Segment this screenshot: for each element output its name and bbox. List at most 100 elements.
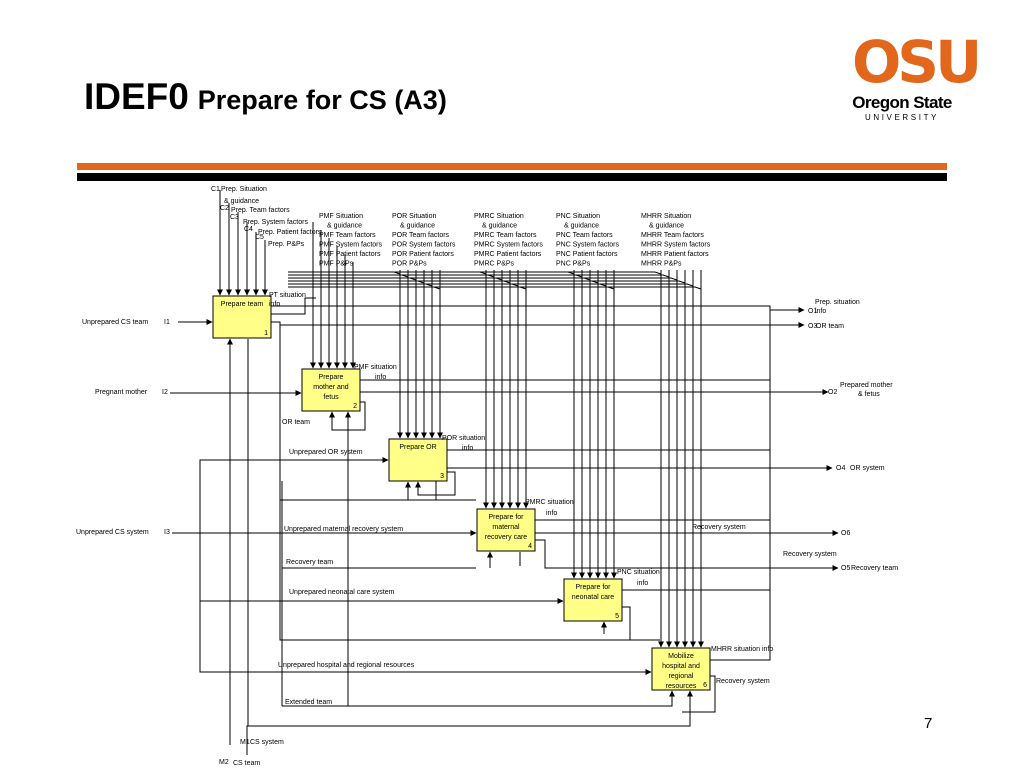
input-label: Pregnant mother bbox=[95, 389, 148, 396]
activity-label: neonatal care bbox=[572, 594, 615, 601]
control-code: C2 bbox=[220, 205, 229, 212]
header-divider-orange bbox=[77, 163, 947, 170]
flow-label: Unprepared maternal recovery system bbox=[284, 526, 403, 533]
control-label: POR System factors bbox=[392, 242, 456, 249]
control-arrow bbox=[306, 286, 702, 290]
flow-label: info bbox=[462, 445, 473, 452]
activity-number: 3 bbox=[440, 473, 444, 480]
activity-box bbox=[388, 438, 448, 482]
control-label: PMF P&Ps bbox=[319, 261, 354, 268]
input-label: Unprepared CS system bbox=[76, 529, 149, 536]
output-label: info bbox=[815, 308, 826, 315]
control-label: MHRR P&Ps bbox=[641, 261, 682, 268]
control-label: & guidance bbox=[564, 223, 599, 230]
activity-label: Prepare for bbox=[575, 584, 611, 591]
control-arrow bbox=[306, 283, 694, 287]
output-label: OR team bbox=[816, 323, 844, 330]
activity-label: Mobilize bbox=[668, 653, 694, 660]
control-label: Prep. System factors bbox=[243, 219, 308, 226]
control-label: MHRR Situation bbox=[641, 213, 691, 220]
control-label: Prep. P&Ps bbox=[268, 241, 305, 248]
activity-label: regional bbox=[669, 673, 694, 680]
activity-number: 1 bbox=[264, 330, 268, 337]
header-divider-black bbox=[77, 173, 947, 181]
control-label: PMF Patient factors bbox=[319, 251, 381, 258]
output-label: Recovery team bbox=[851, 565, 898, 572]
activity-number: 6 bbox=[703, 682, 707, 689]
output-arrow bbox=[271, 321, 805, 328]
control-label: PMRC System factors bbox=[474, 242, 543, 249]
output-code: O3 bbox=[808, 323, 817, 330]
control-label: POR Situation bbox=[392, 213, 436, 220]
activity-number: 4 bbox=[528, 543, 532, 550]
flow-label: Unprepared hospital and regional resourc… bbox=[278, 662, 415, 669]
control-label: MHRR System factors bbox=[641, 242, 711, 249]
activity-box bbox=[563, 578, 623, 622]
activity-label: fetus bbox=[323, 394, 339, 401]
activity-number: 5 bbox=[615, 613, 619, 620]
mechanism-code: M1 bbox=[240, 739, 250, 746]
flow-arrow bbox=[622, 606, 660, 641]
flow-label: Recovery team bbox=[286, 559, 333, 566]
flow-label: Recovery system bbox=[716, 678, 770, 685]
flow-label: Extended team bbox=[285, 699, 332, 706]
activity-box bbox=[212, 295, 272, 339]
output-label: OR system bbox=[850, 465, 885, 472]
slide-title: IDEF0 Prepare for CS (A3) bbox=[84, 76, 447, 118]
control-code: C3 bbox=[230, 214, 239, 221]
control-label: PMF System factors bbox=[319, 242, 383, 249]
control-label: & guidance bbox=[482, 223, 517, 230]
control-label: MHRR Team factors bbox=[641, 232, 704, 239]
output-label: Prep. situation bbox=[815, 299, 860, 306]
output-code: O4 bbox=[836, 465, 845, 472]
flow-arrow bbox=[279, 325, 660, 641]
control-label: PNC Team factors bbox=[556, 232, 613, 239]
input-code: I3 bbox=[164, 529, 170, 536]
control-code: C1 bbox=[211, 186, 220, 193]
flow-arrow bbox=[329, 401, 366, 431]
output-code: O6 bbox=[841, 530, 850, 537]
activity-label: Prepare for bbox=[488, 514, 524, 521]
activity-label: Prepare team bbox=[221, 301, 264, 308]
mechanism-code: M2 bbox=[219, 759, 229, 766]
flow-label: OR team bbox=[282, 419, 310, 426]
flow-label: info bbox=[637, 580, 648, 587]
control-arrow bbox=[306, 271, 662, 275]
control-label: PNC Patient factors bbox=[556, 251, 618, 258]
input-arrow bbox=[199, 457, 389, 533]
control-label: PMF Team factors bbox=[319, 232, 376, 239]
control-label: PMRC Team factors bbox=[474, 232, 537, 239]
control-label: PMRC P&Ps bbox=[474, 261, 515, 268]
flow-label: PNC situation bbox=[617, 569, 660, 576]
output-label: Prepared mother bbox=[840, 382, 893, 389]
input-arrow bbox=[199, 533, 652, 675]
flow-arrow bbox=[415, 471, 456, 496]
activity-label: Prepare bbox=[319, 374, 344, 381]
flow-arrow bbox=[710, 306, 771, 661]
flow-label: POR situation bbox=[442, 435, 485, 442]
output-arrow bbox=[271, 305, 805, 313]
control-code: C4 bbox=[244, 226, 253, 233]
control-label: MHRR Patient factors bbox=[641, 251, 709, 258]
control-code: C5 bbox=[255, 234, 264, 241]
output-label: & fetus bbox=[858, 391, 880, 398]
control-label: & guidance bbox=[649, 223, 684, 230]
page-number: 7 bbox=[924, 715, 933, 732]
control-label: POR P&Ps bbox=[392, 261, 427, 268]
flow-label: PMRC situation bbox=[525, 499, 574, 506]
flow-label: PMF situation bbox=[354, 364, 397, 371]
flow-label: info bbox=[375, 374, 386, 381]
control-arrow bbox=[306, 277, 678, 281]
mechanism-label: CS system bbox=[250, 739, 284, 746]
control-label: PMF Situation bbox=[319, 213, 363, 220]
flow-arrow bbox=[682, 675, 716, 713]
flow-label: Unprepared neonatal care system bbox=[289, 589, 395, 596]
flow-label: Recovery system bbox=[692, 524, 746, 531]
activity-label: maternal bbox=[492, 524, 520, 531]
title-sub: Prepare for CS (A3) bbox=[197, 85, 447, 115]
control-label: & guidance bbox=[400, 223, 435, 230]
control-label: POR Team factors bbox=[392, 232, 450, 239]
control-label: PNC System factors bbox=[556, 242, 620, 249]
activity-box bbox=[651, 647, 711, 691]
control-label: Prep. Situation bbox=[221, 186, 267, 193]
